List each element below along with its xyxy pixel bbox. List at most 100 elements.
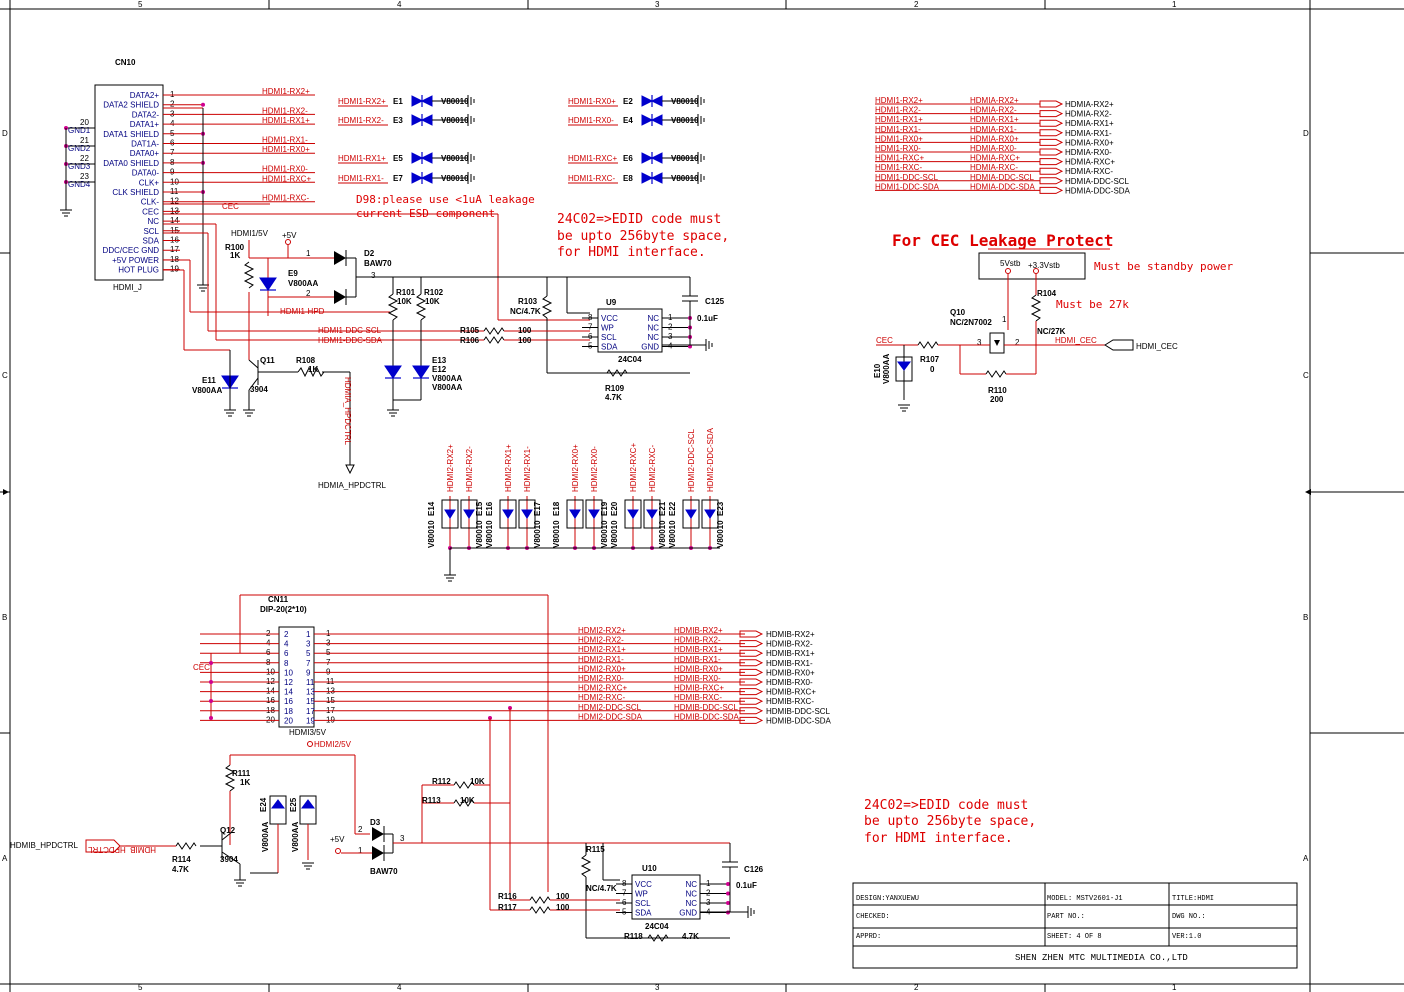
- hdmia-hpdctrl-port: HDMIA_HPDCTRL: [318, 481, 387, 490]
- hdmib-hpdctrl-port: HDMIB_HPDCTRL: [10, 841, 79, 850]
- r112-ref: R112: [432, 777, 451, 786]
- eeprom-note-5: be upto 256byte space,: [864, 814, 1036, 829]
- e13-value: V800AA: [432, 383, 462, 392]
- c126-ref: C126: [744, 865, 764, 874]
- port-arrow: [739, 640, 764, 648]
- sheet-field: SHEET: 4 OF 8: [1047, 933, 1102, 941]
- r111-ref: R111: [232, 769, 251, 778]
- port-arrow: [1039, 186, 1064, 194]
- hdmi-cec-port: HDMI_CEC: [1136, 342, 1178, 351]
- r101-ref: R101: [396, 288, 416, 297]
- netmap-from: HDMI2-RX1+: [578, 645, 626, 654]
- zone-label: 4: [397, 0, 402, 9]
- zone-label: 3: [655, 983, 660, 992]
- esd-ref: E5: [393, 154, 403, 163]
- netmap-to: HDMIB-RXC-: [674, 693, 722, 702]
- cn11-pin-inner: 15: [306, 697, 315, 706]
- c125-ref: C125: [705, 297, 725, 306]
- gnd-pin-name: GND3: [68, 162, 91, 171]
- cn11-pin-inner: 2: [284, 630, 289, 639]
- netmap-to: HDMIA-RX2-: [970, 106, 1017, 115]
- esd-diode: [411, 95, 424, 107]
- r109-ref: R109: [605, 384, 625, 393]
- pin-label: 1: [358, 846, 363, 855]
- port-arrow: [739, 707, 764, 715]
- port-arrow: [1039, 148, 1064, 156]
- r108-ref: R108: [296, 356, 316, 365]
- ic-pin-name: SDA: [601, 343, 618, 352]
- gnd-pin-name: GND2: [68, 144, 91, 153]
- ic-pin-name: VCC: [635, 880, 652, 889]
- d98-note-2: current ESD component: [356, 207, 495, 220]
- e24-ref: E24: [259, 797, 268, 812]
- r114-ref: R114: [172, 855, 191, 864]
- ver-field: VER:1.0: [1172, 933, 1201, 941]
- 3v3stb-label: +3.3Vstb: [1028, 261, 1060, 270]
- netmap-from: HDMI2-RX2+: [578, 626, 626, 635]
- ic-pin-name: SDA: [635, 909, 652, 918]
- port-arrow: [1039, 158, 1064, 166]
- standby-note: Must be standby power: [1094, 260, 1233, 273]
- esd-mid-value: V80010: [485, 520, 494, 548]
- esd-diode: [420, 114, 433, 126]
- cn10-pin-name: +5V POWER: [112, 256, 159, 265]
- esd-mid-diode: [704, 509, 716, 519]
- esd-diode: [650, 114, 663, 126]
- netmap-from: HDMI1-DDC-SCL: [875, 173, 939, 182]
- zone-label: 2: [914, 983, 919, 992]
- esd-mid-ref: E17: [533, 501, 542, 516]
- d3-ref: D3: [370, 818, 381, 827]
- netmap-from: HDMI1-RX1-: [875, 125, 921, 134]
- netmap-to: HDMIA-RX0-: [970, 144, 1017, 153]
- netmap-from: HDMI2-RXC-: [578, 693, 625, 702]
- netmap-from: HDMI1-RX0-: [875, 144, 921, 153]
- eeprom-note-6: for HDMI interface.: [864, 831, 1013, 846]
- hdmi1-5v-label: HDMI1/5V: [231, 229, 269, 238]
- netmap-out: HDMIA-RX1+: [1065, 119, 1114, 128]
- r109-value: 4.7K: [605, 393, 622, 402]
- cn10-pin-name: CLK SHIELD: [112, 188, 159, 197]
- esd-mid-net: HDMI2-RX0-: [590, 446, 599, 492]
- esd-mid-ref: E18: [552, 501, 561, 516]
- esd-mid-ref: E16: [485, 501, 494, 516]
- ground-symbol: [697, 152, 705, 164]
- r114-value: 4.7K: [172, 865, 189, 874]
- junction-dot: [726, 882, 730, 886]
- part-field: PART NO.:: [1047, 913, 1085, 921]
- pin-label: 2: [306, 289, 311, 298]
- port-arrow: [739, 668, 764, 676]
- netmap-to: HDMIA-RX0+: [970, 134, 1019, 143]
- esd-mid-net: HDMI2-RXC-: [648, 445, 657, 492]
- e10-value: V800AA: [882, 354, 891, 384]
- port-arrow: [739, 716, 764, 724]
- netmap-to: HDMIA-DDC-SCL: [970, 173, 1035, 182]
- esd-value: V80010: [441, 116, 469, 125]
- title-block: DESIGN:YANXUEWU MODEL: MSTV2601-J1 TITLE…: [852, 882, 1298, 969]
- zone-label: B: [1303, 613, 1308, 622]
- r105-ref: R105: [460, 326, 480, 335]
- pin-label: 1: [306, 249, 311, 258]
- zone-label: C: [1303, 371, 1309, 380]
- netmap-from: HDMI1-RX0+: [875, 134, 923, 143]
- junction-dot: [209, 699, 213, 703]
- netmap-from: HDMI2-RXC+: [578, 684, 627, 693]
- dwg-field: DWG NO.:: [1172, 913, 1206, 921]
- netmap-from: HDMI2-RX1-: [578, 655, 624, 664]
- netmap-out: HDMIB-RX0+: [766, 668, 815, 677]
- u10-value: 24C04: [645, 922, 669, 931]
- esd-value: V80010: [671, 154, 699, 163]
- port-arrow: [739, 659, 764, 667]
- ic-pin-name: SCL: [601, 333, 617, 342]
- netmap-to: HDMIB-RX1+: [674, 645, 723, 654]
- r117-value: 100: [556, 903, 570, 912]
- cn10-pin-name: DATA2+: [130, 91, 160, 100]
- cn10-pin-name: DATA0+: [130, 149, 160, 158]
- junction-dot: [201, 102, 205, 107]
- plus5v-label-2: +5V: [330, 835, 345, 844]
- cn11-pin-inner: 17: [306, 707, 315, 716]
- cn11-ref: CN11: [268, 595, 289, 604]
- netmap-to: HDMIA-DDC-SDA: [970, 182, 1036, 191]
- esd-mid-body: [566, 499, 584, 529]
- netmap-to: HDMIA-RX1-: [970, 125, 1017, 134]
